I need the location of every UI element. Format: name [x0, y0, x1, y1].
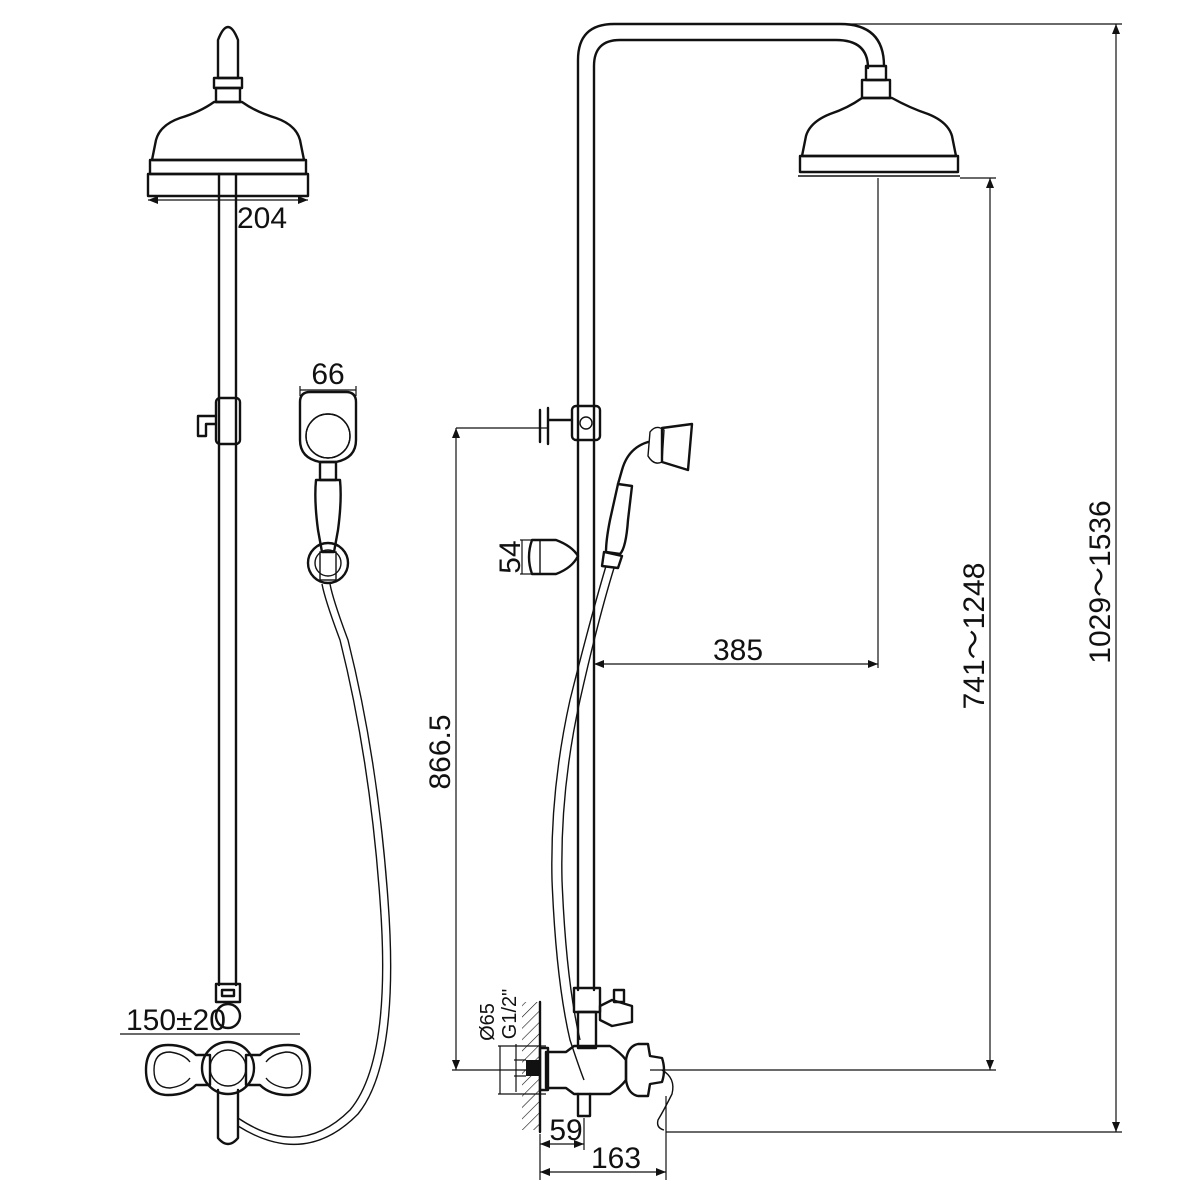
- side-hose: [551, 565, 607, 1081]
- front-hose-cone: [319, 551, 337, 581]
- front-right-handle-inner: [265, 1051, 303, 1089]
- front-valve-body: [200, 1040, 256, 1096]
- front-head-top-nipple: [216, 25, 240, 80]
- front-handshower-grip: [314, 478, 342, 554]
- side-lower-connector: [572, 986, 602, 1014]
- front-right-handle: [244, 1043, 312, 1097]
- side-total-height-label: 1029～1536: [1084, 500, 1117, 663]
- side-hose-holder: [527, 538, 580, 576]
- side-diverter-knob: [612, 988, 626, 1004]
- front-hose-holder-inner: [314, 549, 342, 577]
- side-lower-pipe: [576, 1010, 598, 1050]
- front-head-face: [146, 172, 310, 198]
- front-inlet-centers-label: 150±20: [126, 1004, 226, 1037]
- side-handshower-cone: [600, 550, 624, 570]
- front-spout: [216, 1088, 240, 1146]
- front-handshower-ring: [305, 413, 351, 459]
- front-valve-connector: [214, 982, 242, 1004]
- front-head-collar: [214, 86, 242, 104]
- side-head-height-label: 741～1248: [958, 563, 991, 710]
- front-hose: [237, 583, 384, 1138]
- side-holder-size-label: 54: [494, 540, 527, 573]
- front-left-handle: [144, 1043, 212, 1097]
- front-slide-knob: [196, 414, 218, 438]
- side-handshower-grip: [604, 482, 634, 556]
- front-diverter-stem: [220, 988, 236, 998]
- side-dimensions: 866.5 54 385 741～1248 1029～1536 Ø65 G1/2…: [424, 23, 1122, 1180]
- side-shower-head: [800, 96, 958, 158]
- side-riser-inner: [592, 38, 870, 992]
- side-inlet-thread-label: G1/2": [499, 989, 521, 1039]
- side-slide-knob: [538, 406, 574, 446]
- side-diverter: [598, 998, 634, 1028]
- front-slide-holder: [214, 396, 242, 446]
- front-head-diameter-label: 204: [237, 202, 287, 235]
- front-handshower-neck: [318, 460, 338, 482]
- side-slide-screw: [579, 416, 593, 430]
- side-escutcheon-diameter-label: Ø65: [477, 1003, 499, 1041]
- side-view: [522, 22, 960, 1134]
- front-valve-cap: [209, 1049, 247, 1087]
- front-handshower-head: [298, 390, 358, 464]
- side-escutcheon: [538, 1046, 550, 1092]
- side-spout: [576, 1092, 592, 1118]
- front-left-handle-inner: [153, 1051, 191, 1089]
- side-head-rim: [798, 154, 960, 174]
- front-dimensions: 204 66 150±20: [120, 196, 357, 1037]
- side-bar-height-label: 866.5: [424, 714, 457, 789]
- front-head-rim: [148, 158, 308, 176]
- side-arm-projection-label: 385: [713, 634, 763, 667]
- side-handle-lever: [656, 1069, 674, 1131]
- front-handshower-width-label: 66: [311, 358, 344, 391]
- side-handshower-neck: [616, 440, 650, 486]
- front-diverter-knob: [214, 1002, 242, 1030]
- side-overall-depth-label: 163: [591, 1142, 641, 1175]
- side-mixer-body: [544, 1044, 628, 1096]
- front-head-nut: [212, 76, 244, 90]
- side-riser-outer: [576, 22, 886, 992]
- front-view: [144, 25, 392, 1146]
- front-shower-head: [150, 100, 306, 162]
- side-valve-depth-label: 59: [549, 1114, 582, 1147]
- side-inlet-fitting: [526, 1060, 540, 1076]
- side-head-collar: [860, 78, 892, 100]
- front-hose-holder-ring: [306, 541, 350, 585]
- side-slide-holder: [570, 404, 602, 442]
- side-handshower-head: [660, 422, 694, 472]
